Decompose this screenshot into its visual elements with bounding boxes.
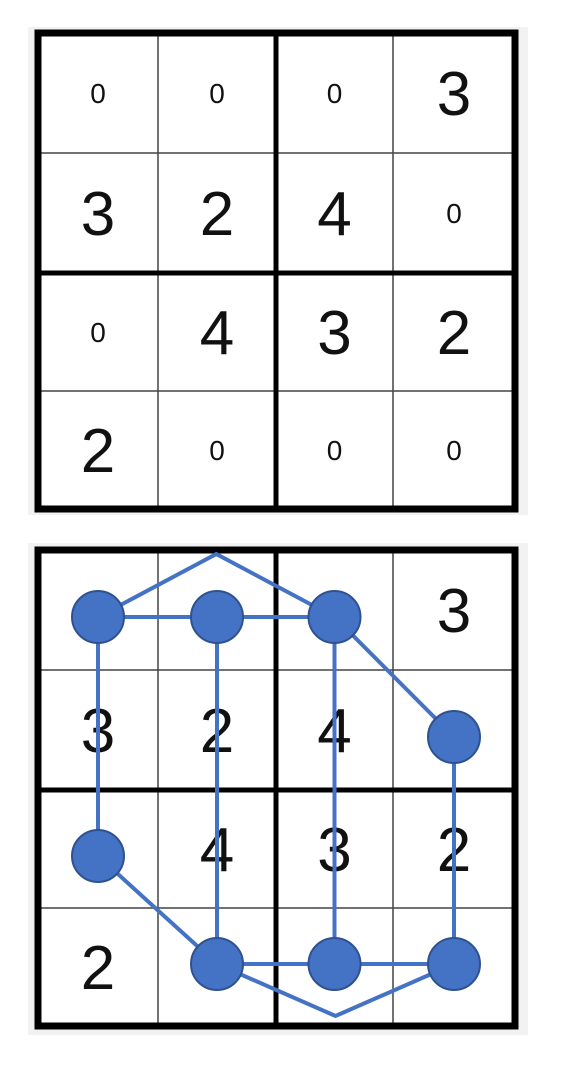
- grid-top-cell-r0c1: 0: [209, 78, 225, 109]
- graph-node-n5: [71, 829, 125, 883]
- grid-top-cell-r2c3: 2: [437, 299, 471, 368]
- grid-top-cell-r0c3: 3: [437, 60, 471, 129]
- grid-top-cell-r0c2: 0: [327, 78, 343, 109]
- graph-node-n2: [190, 590, 244, 644]
- graph-node-n3: [307, 590, 362, 644]
- graph-node-n6: [190, 937, 244, 991]
- grid-top-cell-r1c1: 2: [200, 180, 234, 249]
- graph-node-n1: [71, 590, 125, 644]
- grid-top-cell-r1c3: 0: [446, 198, 462, 229]
- grid-top-cell-r0c0: 0: [90, 78, 106, 109]
- graph-node-n4: [427, 710, 481, 764]
- graph-node-n8: [427, 937, 481, 991]
- grid-top-border: [34, 29, 519, 513]
- grid-top-cell-r2c0: 0: [90, 317, 106, 348]
- grid-top-cell-r3c3: 0: [446, 435, 462, 466]
- grid-top-cell-r1c0: 3: [81, 180, 115, 249]
- grid-top-cell-r2c2: 3: [317, 299, 351, 368]
- graph-edge-n3-n4: [333, 615, 456, 739]
- graph-edge-n6-n8: [216, 962, 455, 1019]
- grid-top-cell-r3c1: 0: [209, 435, 225, 466]
- sudoku-grid-top: 0 0 0 3 3 2 4 0 0 4 3 2 2 0 0 0: [28, 27, 528, 515]
- grid-bottom-border: [34, 546, 519, 1030]
- graph-edge-n1-n3: [97, 551, 336, 619]
- graph-node-n7: [307, 937, 362, 991]
- grid-bottom-cell-r3c0: 2: [81, 934, 115, 1003]
- grid-top-cell-r1c2: 4: [317, 180, 351, 249]
- grid-top-cell-r3c2: 0: [327, 435, 343, 466]
- grid-top-cell-r3c0: 2: [81, 417, 115, 486]
- grid-bottom-cell-r0c3: 3: [437, 577, 471, 646]
- grid-top-cell-r2c1: 4: [200, 299, 234, 368]
